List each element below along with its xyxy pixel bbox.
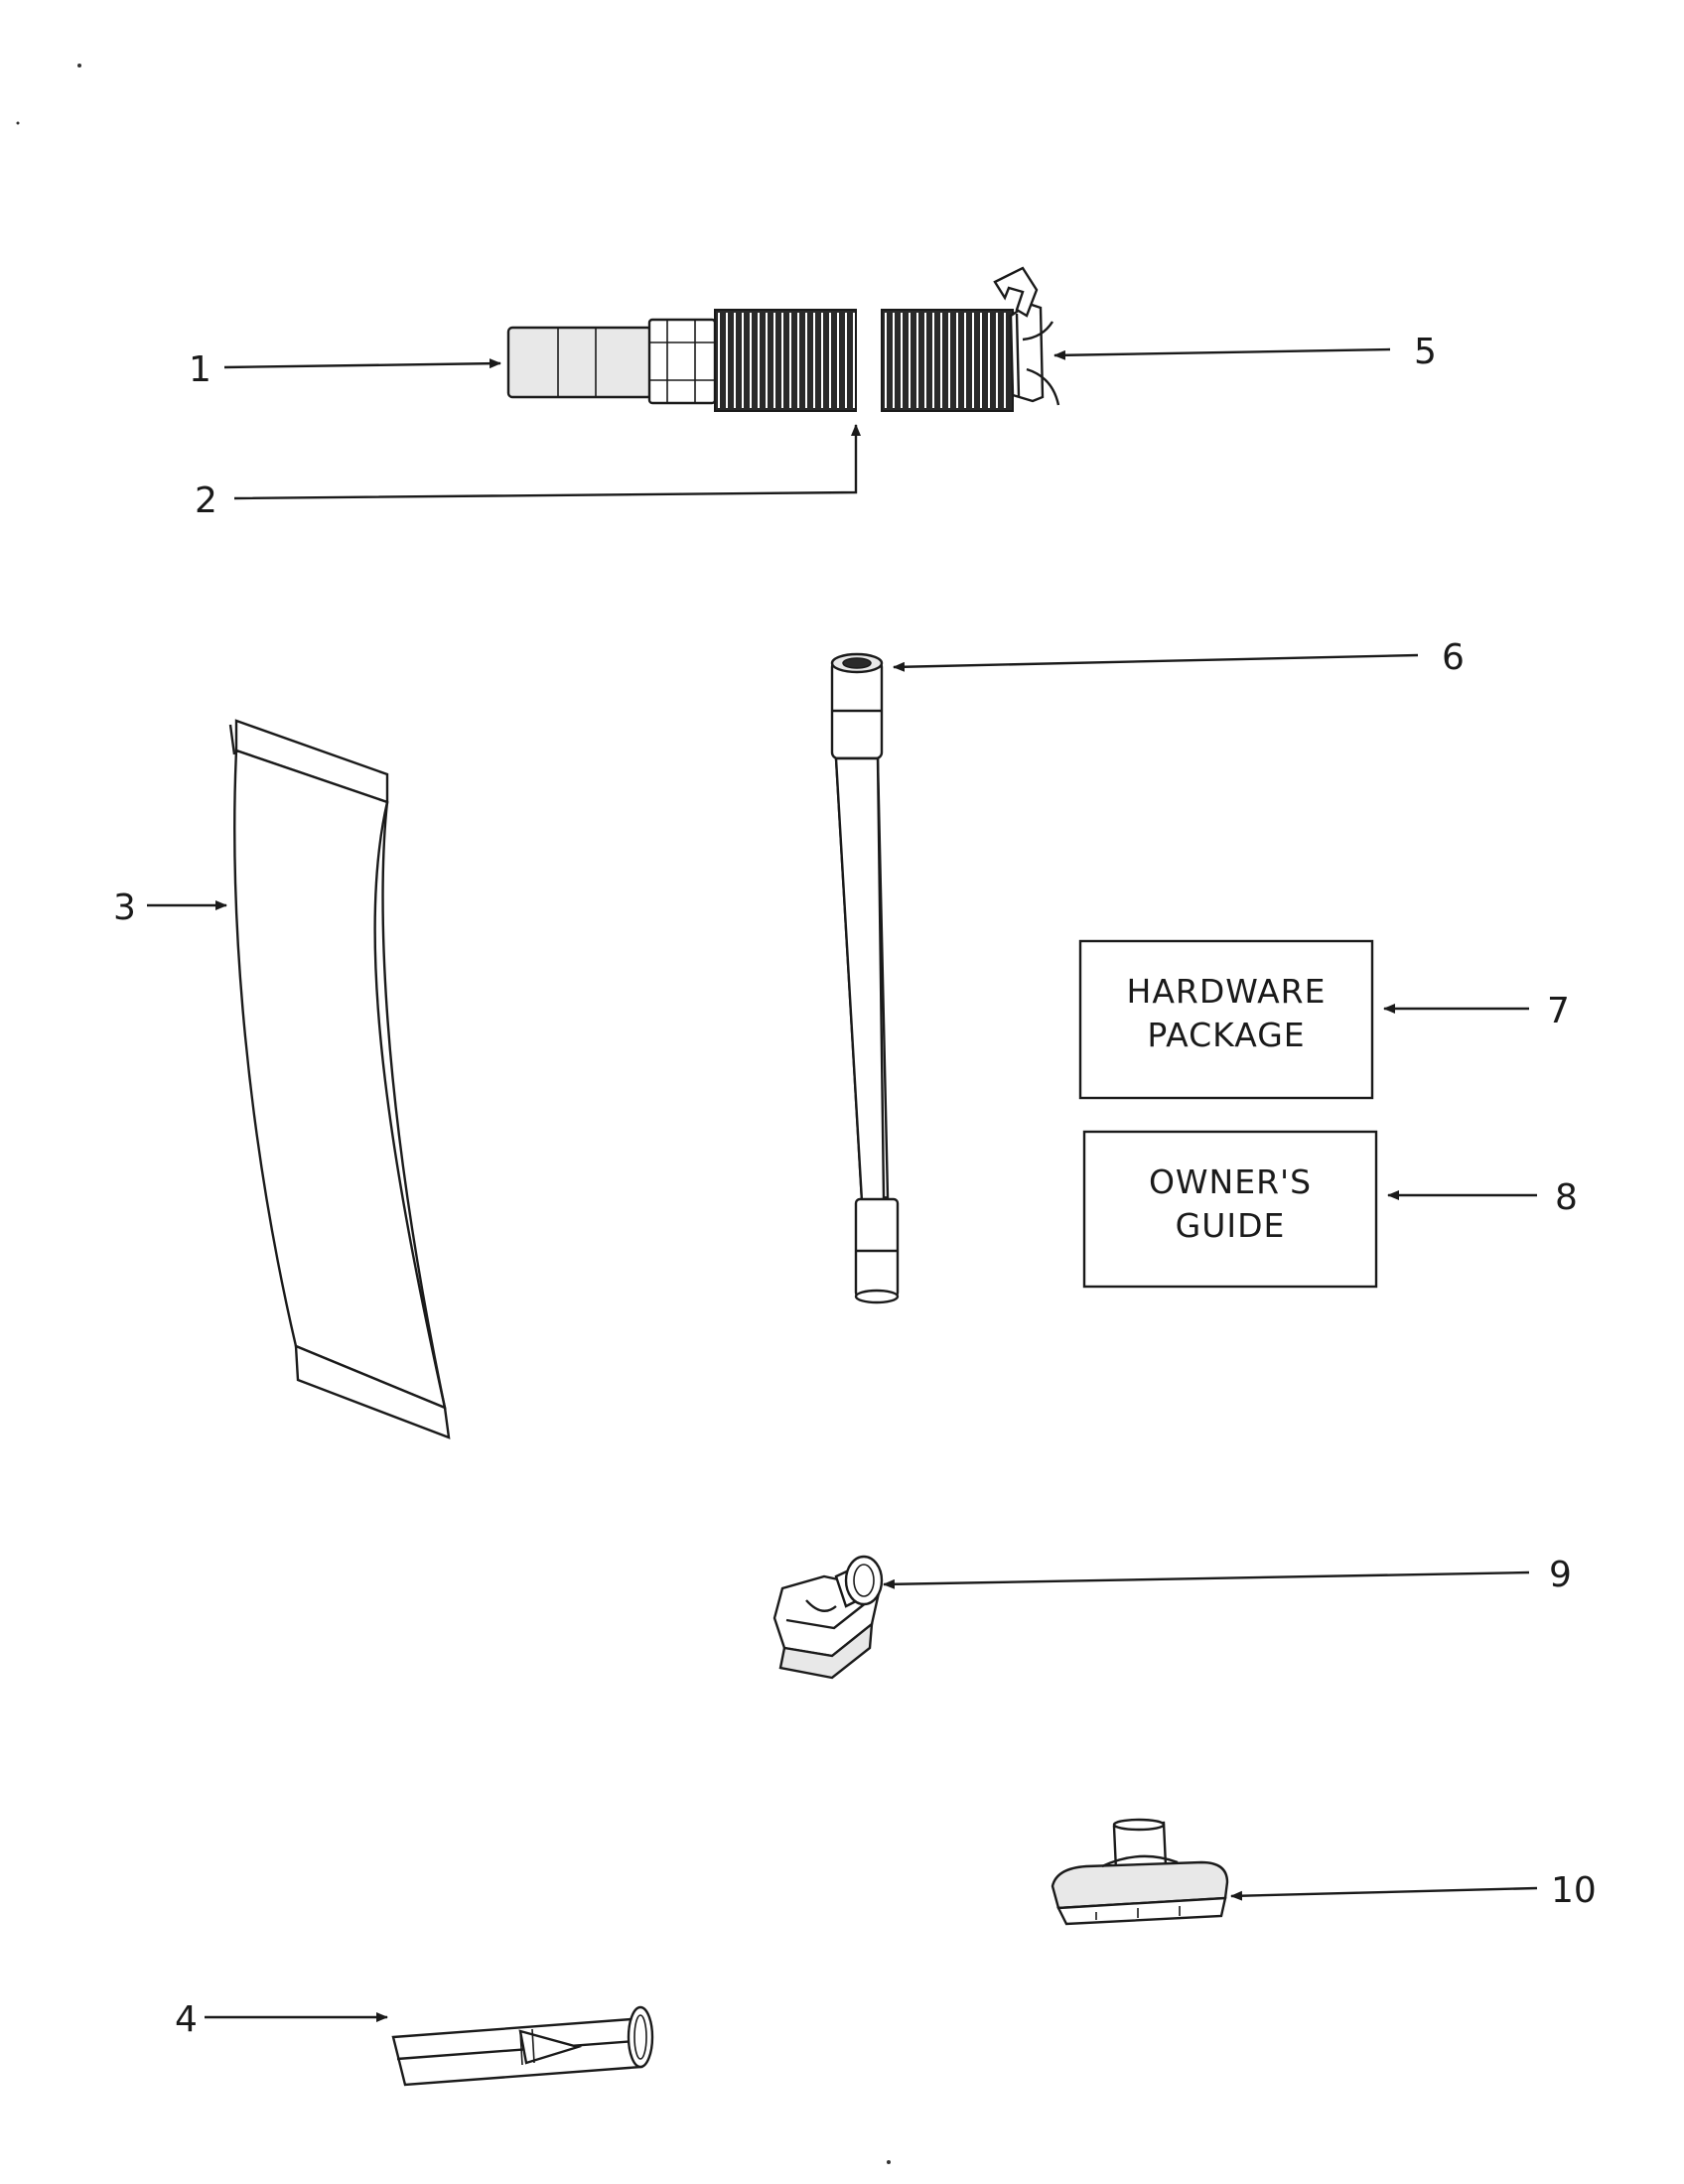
hose-rib-body [714, 309, 857, 412]
callout-3: 3 [113, 887, 136, 928]
leader-2 [233, 424, 861, 500]
callout-4: 4 [175, 1999, 198, 2040]
hardware-package-box: HARDWARE PACKAGE [1078, 939, 1374, 1100]
hose-rib-body [881, 309, 1014, 412]
callout-1: 1 [189, 349, 211, 390]
callout-7: 7 [1547, 991, 1570, 1031]
dusting-brush [1051, 1818, 1229, 1926]
leader-1 [223, 358, 501, 369]
callout-2: 2 [195, 480, 217, 521]
hose-ribs-left [714, 309, 857, 412]
owners-guide-line2: GUIDE [1176, 1206, 1286, 1245]
leader-lines [147, 347, 1538, 2022]
owners-guide-line1: OWNER'S [1149, 1162, 1312, 1201]
hose-swivel-end [1009, 302, 1045, 403]
leader-9 [883, 1570, 1530, 1589]
hose-assembly [506, 266, 1060, 412]
callout-6: 6 [1442, 637, 1465, 678]
callout-numbers: 1 2 3 4 5 6 7 8 9 10 [113, 332, 1597, 2040]
speck [887, 2160, 891, 2164]
hose-ribs-right [881, 309, 1014, 412]
callout-10: 10 [1551, 1870, 1597, 1911]
callout-9: 9 [1549, 1555, 1572, 1595]
hardware-package-line1: HARDWARE [1127, 972, 1327, 1011]
leader-10 [1230, 1886, 1538, 1901]
owners-guide-box: OWNER'S GUIDE [1082, 1130, 1378, 1289]
dust-bag [228, 719, 451, 1439]
upholstery-nozzle [772, 1555, 884, 1680]
hardware-package-line2: PACKAGE [1147, 1016, 1305, 1054]
hose-latch [993, 266, 1039, 318]
leader-6 [893, 653, 1419, 672]
crevice-tool [391, 2005, 654, 2087]
callout-8: 8 [1555, 1177, 1578, 1218]
extension-wand [830, 652, 900, 1304]
speck [16, 121, 20, 125]
speck [77, 64, 81, 68]
hose-collar [647, 318, 717, 405]
leader-5 [1053, 347, 1391, 360]
callout-5: 5 [1414, 332, 1437, 372]
hose-cuff [506, 326, 653, 399]
